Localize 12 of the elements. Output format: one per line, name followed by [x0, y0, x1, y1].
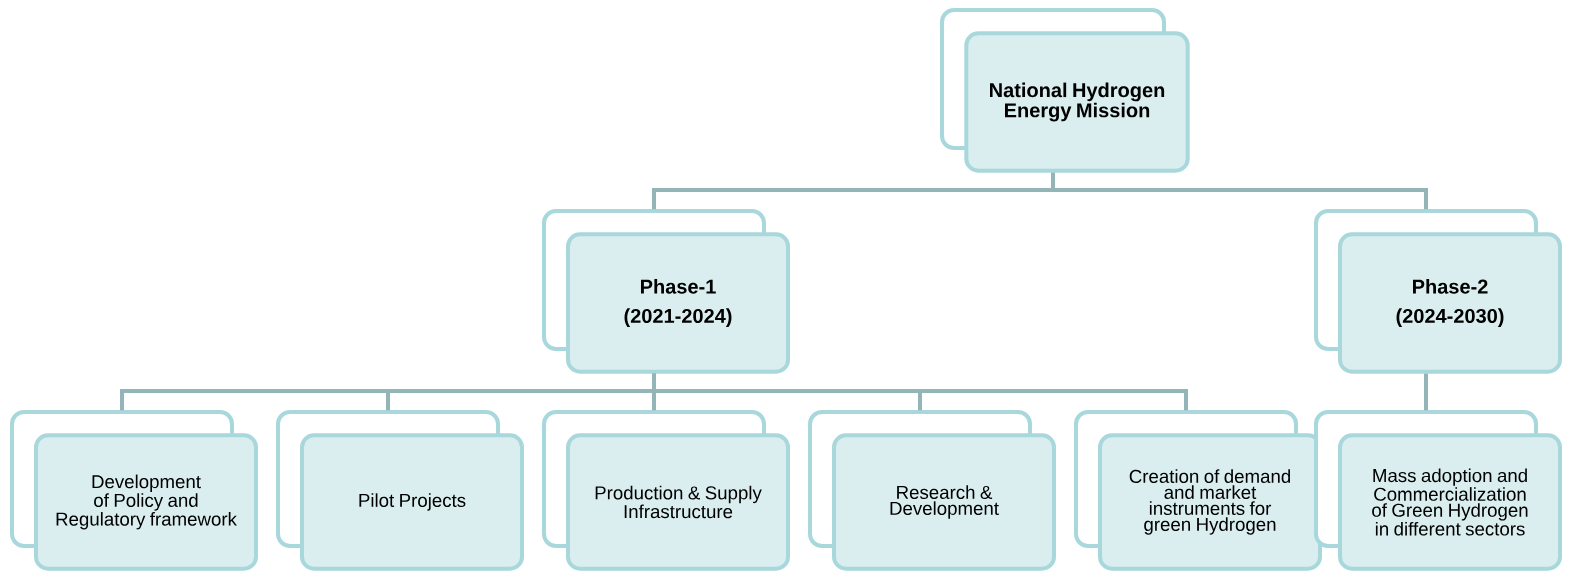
- stacked-box: National Hydrogen Energy Mission: [940, 8, 1190, 173]
- connector-line: [652, 373, 1188, 411]
- stacked-box: Pilot Projects: [276, 410, 524, 571]
- connector-line: [1051, 172, 1428, 210]
- stacked-box: Mass adoption and Commercialization of Green Hydrogen in different sectors: [1314, 410, 1562, 571]
- stacked-box: Phase-1 (2021-2024): [542, 209, 790, 374]
- stacked-box: Development of Policy and Regulatory framework: [10, 410, 258, 571]
- connector-line: [1424, 373, 1428, 411]
- stacked-box: Research & Development: [808, 410, 1056, 571]
- stacked-box: Creation of demand and market instruments for green Hydrogen: [1074, 410, 1322, 571]
- stacked-box: Phase-2 (2024-2030): [1314, 209, 1562, 374]
- stacked-box: Production & Supply Infrastructure: [542, 410, 790, 571]
